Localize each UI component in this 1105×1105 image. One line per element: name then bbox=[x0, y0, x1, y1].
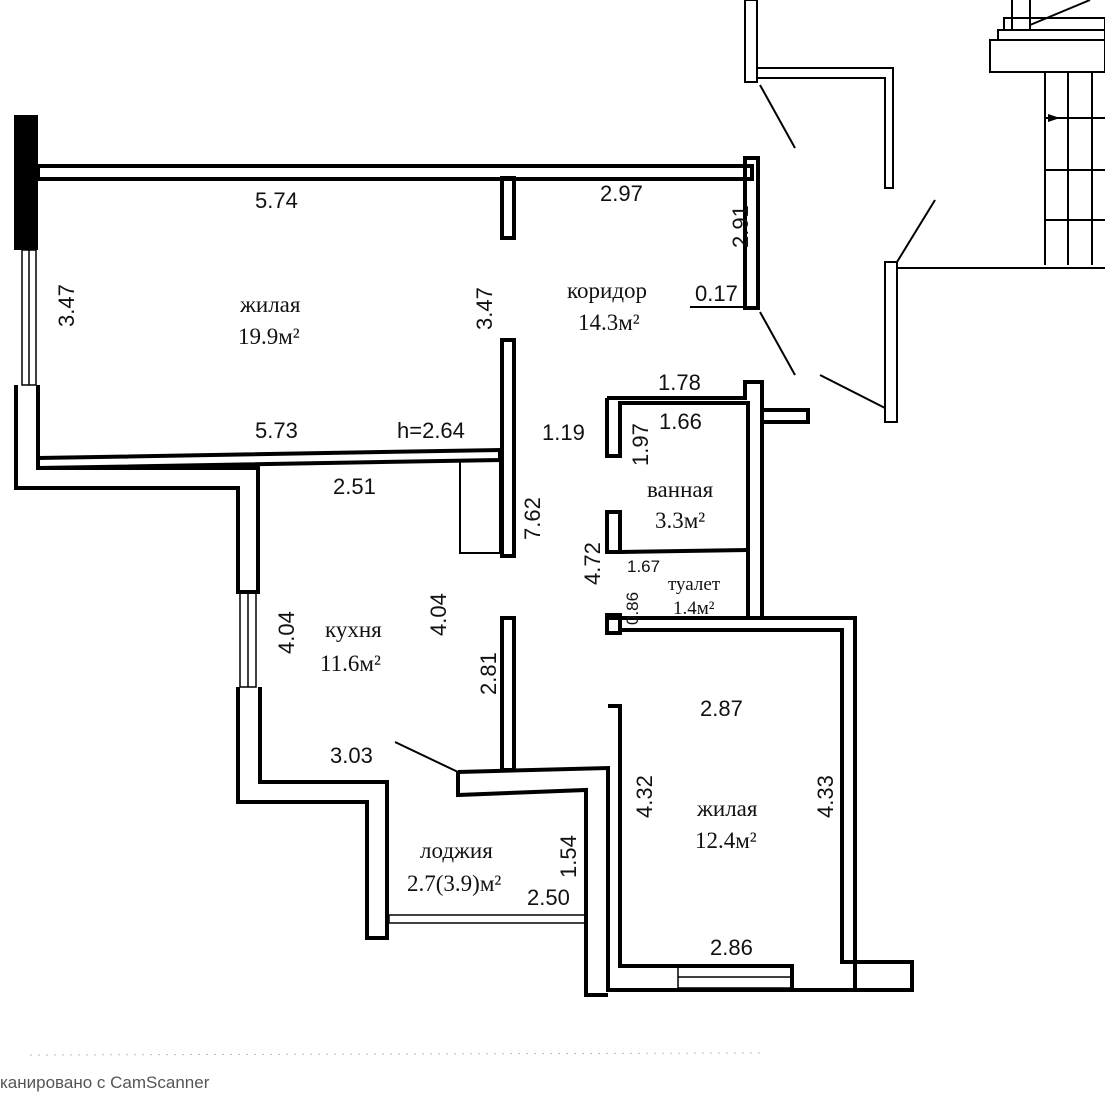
room-living-big: жилая 19.9м² bbox=[238, 292, 301, 349]
dim-living-left: 3.47 bbox=[54, 284, 79, 327]
dim-corridor-right: 2.91 bbox=[728, 205, 753, 248]
dim-toilet-width: 1.67 bbox=[627, 557, 660, 576]
dim-small-left: 4.32 bbox=[632, 775, 657, 818]
room-kitchen: кухня 11.6м² bbox=[320, 617, 382, 676]
room-area: 19.9м² bbox=[238, 324, 300, 349]
dim-toilet-depth: 0.86 bbox=[623, 592, 642, 625]
room-corridor: коридор 14.3м² bbox=[567, 278, 647, 335]
room-area: 2.7(3.9)м² bbox=[407, 871, 501, 896]
dim-loggia-width: 2.50 bbox=[527, 885, 570, 910]
dim-top-left-wall: 5.74 bbox=[255, 188, 298, 213]
room-living-small: жилая 12.4м² bbox=[695, 796, 758, 853]
dim-bath-top-outer: 1.78 bbox=[658, 370, 701, 395]
dim-door-gap: 0.17 bbox=[695, 281, 738, 306]
dim-bath-top-inner: 1.66 bbox=[659, 409, 702, 434]
dim-small-right: 4.33 bbox=[813, 775, 838, 818]
room-name: туалет bbox=[668, 574, 721, 595]
dim-kitchen-right: 2.81 bbox=[476, 652, 501, 695]
dim-kitchen-inner: 4.04 bbox=[426, 593, 451, 636]
room-area: 3.3м² bbox=[655, 508, 705, 533]
walls bbox=[14, 115, 914, 997]
room-name: кухня bbox=[325, 617, 382, 642]
room-name: ванная bbox=[647, 477, 714, 502]
room-bathroom: ванная 3.3м² bbox=[647, 477, 714, 533]
dim-kitchen-top: 2.51 bbox=[333, 474, 376, 499]
room-area: 11.6м² bbox=[320, 651, 381, 676]
room-loggia: лоджия 2.7(3.9)м² bbox=[407, 838, 501, 896]
dim-corridor-length: 7.62 bbox=[520, 497, 545, 540]
scanner-watermark: канировано с CamScanner bbox=[0, 1073, 210, 1092]
dim-kitchen-left: 4.04 bbox=[274, 611, 299, 654]
dim-small-top: 2.87 bbox=[700, 696, 743, 721]
dim-ceiling-height: h=2.64 bbox=[397, 418, 465, 443]
dim-small-bottom: 2.86 bbox=[710, 935, 753, 960]
dim-top-right-wall: 2.97 bbox=[600, 181, 643, 206]
dim-living-bottom: 5.73 bbox=[255, 418, 298, 443]
room-area: 14.3м² bbox=[578, 310, 640, 335]
room-name: жилая bbox=[696, 796, 758, 821]
room-toilet: туалет 1.4м² bbox=[668, 574, 721, 619]
dimension-labels: 5.74 2.97 0.17 5.73 h=2.64 1.78 1.66 1.1… bbox=[54, 181, 838, 960]
dim-kitchen-bottom: 3.03 bbox=[330, 743, 373, 768]
dim-wc-block: 4.72 bbox=[580, 542, 605, 585]
room-name: коридор bbox=[567, 278, 647, 303]
stairwell bbox=[744, 0, 1105, 423]
dim-bath-left-inner: 1.97 bbox=[628, 423, 653, 466]
dim-loggia-depth: 1.54 bbox=[556, 835, 581, 878]
dim-bath-left-outer: 1.19 bbox=[542, 420, 585, 445]
room-area: 12.4м² bbox=[695, 828, 757, 853]
room-name: жилая bbox=[239, 292, 301, 317]
dim-living-inner: 3.47 bbox=[472, 287, 497, 330]
room-area: 1.4м² bbox=[673, 598, 715, 619]
room-name: лоджия bbox=[420, 838, 493, 863]
